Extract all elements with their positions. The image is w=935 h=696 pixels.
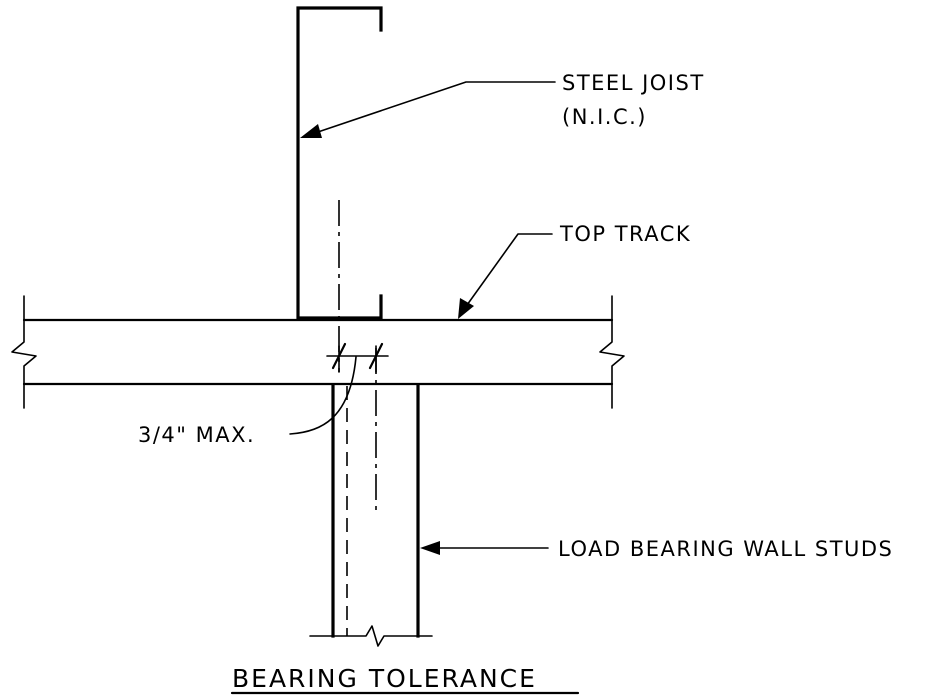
right-break-line (599, 295, 625, 409)
steel-joist-label: STEEL JOIST (562, 71, 705, 95)
steel-joist-nic-label: (N.I.C.) (562, 105, 647, 129)
top-track (22, 318, 614, 386)
steel-joist-leader (300, 81, 556, 138)
studs-label: LOAD BEARING WALL STUDS (558, 537, 893, 561)
top-track-leader (458, 233, 553, 319)
left-break-line (11, 295, 37, 409)
top-track-label: TOP TRACK (559, 222, 691, 246)
drawing-title: BEARING TOLERANCE (232, 664, 537, 693)
studs-leader (420, 541, 549, 555)
tolerance-dimension (289, 342, 389, 435)
steel-joist (296, 6, 383, 320)
tolerance-label: 3/4" MAX. (138, 423, 255, 447)
stud-break-line (309, 625, 433, 647)
wall-stud (331, 384, 420, 638)
